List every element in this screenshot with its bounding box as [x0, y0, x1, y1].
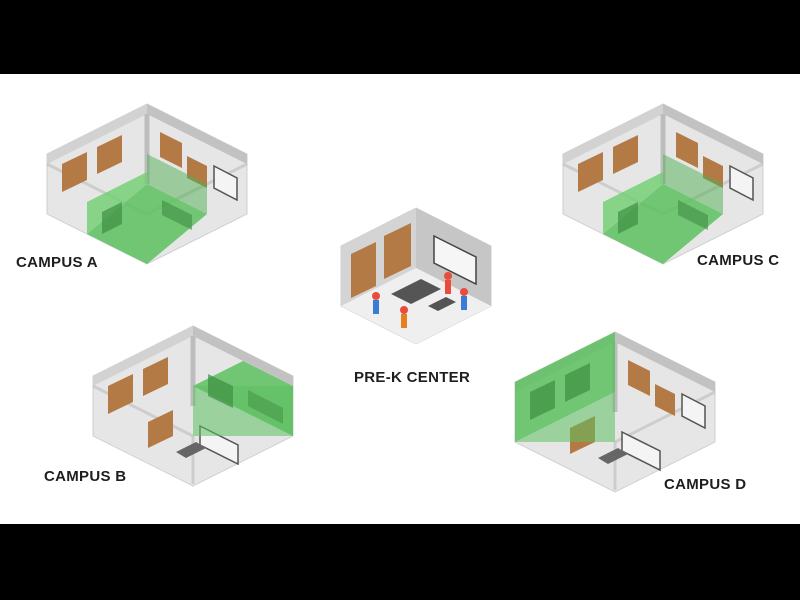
campus-b-label: CAMPUS B [44, 468, 127, 485]
campus-b-building [92, 325, 294, 487]
prek-center-label: PRE-K CENTER [354, 369, 471, 386]
campus-d-label: CAMPUS D [664, 476, 747, 493]
prek-center-building [340, 207, 492, 345]
infographic-canvas: CAMPUS A CAMPUS C PRE-K CENTER [0, 74, 800, 524]
campus-c-building [562, 103, 764, 265]
campus-c-label: CAMPUS C [697, 252, 780, 269]
campus-c-highlight-room [603, 184, 723, 264]
campus-d-building [514, 331, 716, 493]
campus-a-highlight-room [87, 184, 207, 264]
campus-a-label: CAMPUS A [16, 254, 98, 271]
campus-a-building [46, 103, 248, 265]
